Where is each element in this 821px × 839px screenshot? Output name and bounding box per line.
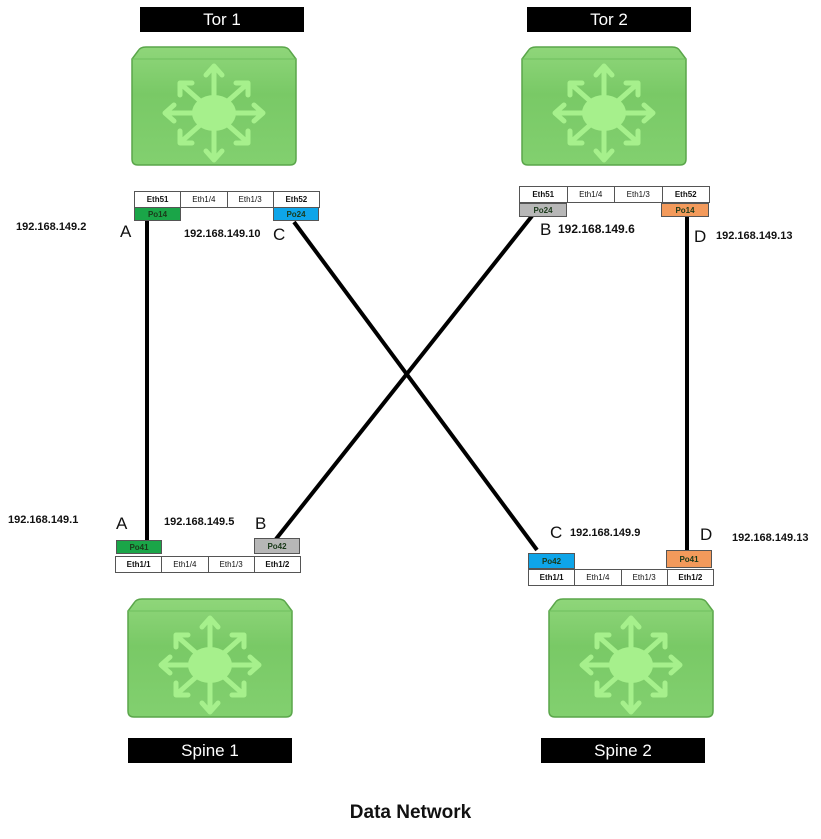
spine1-po42[interactable]: Po42 bbox=[254, 538, 300, 554]
spine2-letter-c: C bbox=[550, 523, 563, 542]
tor2-po14[interactable]: Po14 bbox=[661, 203, 709, 217]
tor1-port[interactable]: Eth1/4 bbox=[181, 192, 228, 207]
tor2-ip-b: 192.168.149.6 bbox=[558, 222, 635, 236]
link-b bbox=[274, 214, 534, 541]
tor2-port[interactable]: Eth51 bbox=[520, 187, 568, 202]
tor2-ip-d: 192.168.149.13 bbox=[716, 230, 793, 242]
spine2-ip-d: 192.168.149.13 bbox=[732, 532, 809, 544]
spine1-ports: Eth1/1 Eth1/4 Eth1/3 Eth1/2 bbox=[115, 556, 301, 573]
tor1-ports: Eth51 Eth1/4 Eth1/3 Eth52 bbox=[134, 191, 320, 208]
tor2-ports: Eth51 Eth1/4 Eth1/3 Eth52 bbox=[519, 186, 710, 203]
tor1-port[interactable]: Eth1/3 bbox=[228, 192, 274, 207]
spine2-po42[interactable]: Po42 bbox=[528, 553, 575, 569]
spine2-switch-icon[interactable] bbox=[540, 597, 722, 719]
spine1-letter-b: B bbox=[255, 514, 267, 533]
tor1-po14[interactable]: Po14 bbox=[134, 207, 181, 221]
spine2-po41[interactable]: Po41 bbox=[666, 550, 712, 568]
spine2-ports: Eth1/1 Eth1/4 Eth1/3 Eth1/2 bbox=[528, 569, 714, 586]
tor2-label: Tor 2 bbox=[527, 7, 691, 32]
tor2-port[interactable]: Eth1/3 bbox=[615, 187, 663, 202]
spine1-switch-icon[interactable] bbox=[119, 597, 301, 719]
tor2-letter-b: B bbox=[540, 220, 552, 239]
tor1-po24[interactable]: Po24 bbox=[273, 207, 319, 221]
tor1-letter-c: C bbox=[273, 225, 286, 244]
spine1-ip-a: 192.168.149.1 bbox=[8, 514, 79, 526]
spine1-port[interactable]: Eth1/2 bbox=[265, 560, 290, 569]
tor1-port[interactable]: Eth51 bbox=[135, 192, 182, 207]
link-c bbox=[292, 220, 539, 552]
spine1-port[interactable]: Eth1/4 bbox=[162, 557, 209, 572]
spine1-port[interactable]: Eth1/1 bbox=[116, 557, 163, 572]
tor1-ip-a: 192.168.149.2 bbox=[16, 221, 87, 233]
spine1-port[interactable]: Eth1/3 bbox=[209, 557, 255, 572]
spine2-port[interactable]: Eth1/3 bbox=[622, 570, 668, 585]
tor1-label: Tor 1 bbox=[140, 7, 304, 32]
spine2-port[interactable]: Eth1/2 bbox=[678, 573, 703, 582]
spine1-label: Spine 1 bbox=[128, 738, 292, 763]
tor2-port[interactable]: Eth52 bbox=[674, 190, 697, 199]
tor2-letter-d: D bbox=[694, 227, 707, 246]
tor1-switch-icon[interactable] bbox=[130, 45, 298, 167]
tor1-ip-c: 192.168.149.10 bbox=[184, 228, 261, 240]
spine2-port[interactable]: Eth1/1 bbox=[529, 570, 576, 585]
tor2-switch-icon[interactable] bbox=[520, 45, 688, 167]
tor1-letter-a: A bbox=[120, 222, 132, 241]
spine2-letter-d: D bbox=[700, 525, 713, 544]
spine1-letter-a: A bbox=[116, 514, 128, 533]
tor1-port[interactable]: Eth52 bbox=[285, 195, 308, 204]
diagram-caption: Data Network bbox=[349, 802, 472, 823]
spine1-ip-b: 192.168.149.5 bbox=[164, 516, 235, 528]
tor2-po24[interactable]: Po24 bbox=[519, 203, 567, 217]
spine2-port[interactable]: Eth1/4 bbox=[575, 570, 622, 585]
spine2-ip-c: 192.168.149.9 bbox=[570, 527, 641, 539]
spine2-label: Spine 2 bbox=[541, 738, 705, 763]
spine1-po41[interactable]: Po41 bbox=[116, 540, 162, 554]
tor2-port[interactable]: Eth1/4 bbox=[568, 187, 615, 202]
